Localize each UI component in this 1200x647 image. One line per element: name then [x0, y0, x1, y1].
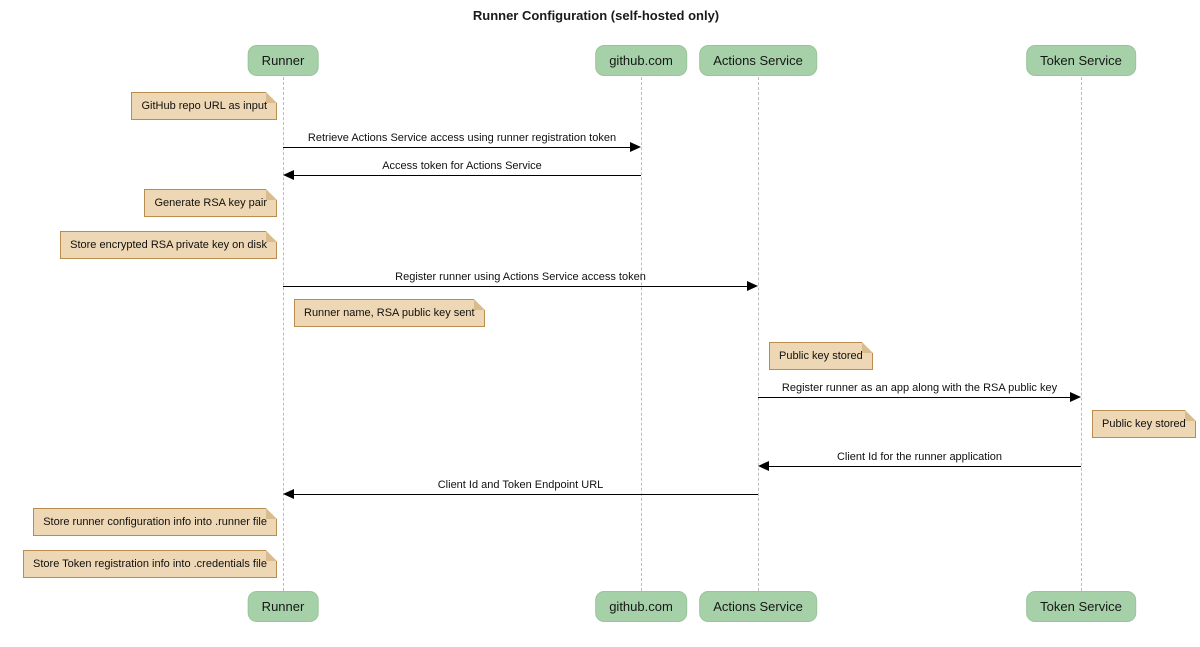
- arrowhead-left-icon: [283, 489, 294, 499]
- note-store-credentials-file: Store Token registration info into .cred…: [23, 550, 277, 578]
- note-generate-rsa-keypair: Generate RSA key pair: [144, 189, 277, 217]
- message-label: Register runner using Actions Service ac…: [395, 271, 646, 283]
- participant-token-top: Token Service: [1026, 45, 1136, 76]
- message-line: [768, 466, 1081, 467]
- participant-github-top: github.com: [595, 45, 687, 76]
- message-line: [293, 494, 758, 495]
- participant-github-bottom: github.com: [595, 591, 687, 622]
- participant-runner-top: Runner: [247, 45, 319, 76]
- arrowhead-right-icon: [1070, 392, 1081, 402]
- participant-runner-bottom: Runner: [247, 591, 319, 622]
- note-runner-name-sent: Runner name, RSA public key sent: [294, 299, 485, 327]
- message-label: Client Id and Token Endpoint URL: [437, 479, 604, 491]
- lifeline-token: [1081, 77, 1082, 591]
- arrowhead-right-icon: [630, 142, 641, 152]
- arrowhead-left-icon: [758, 461, 769, 471]
- note-public-key-stored-token: Public key stored: [1092, 410, 1196, 438]
- lifeline-runner: [283, 77, 284, 591]
- lifeline-actions: [758, 77, 759, 591]
- participant-token-bottom: Token Service: [1026, 591, 1136, 622]
- message-line: [283, 286, 748, 287]
- note-store-private-key: Store encrypted RSA private key on disk: [60, 231, 277, 259]
- message-label: Register runner as an app along with the…: [781, 382, 1058, 394]
- diagram-title: Runner Configuration (self-hosted only): [472, 8, 720, 23]
- arrowhead-right-icon: [747, 281, 758, 291]
- participant-actions-top: Actions Service: [699, 45, 817, 76]
- message-line: [283, 147, 631, 148]
- note-github-repo-url: GitHub repo URL as input: [131, 92, 277, 120]
- message-label: Retrieve Actions Service access using ru…: [307, 132, 617, 144]
- message-label: Access token for Actions Service: [382, 160, 542, 172]
- note-public-key-stored-actions: Public key stored: [769, 342, 873, 370]
- message-line: [293, 175, 641, 176]
- arrowhead-left-icon: [283, 170, 294, 180]
- message-line: [758, 397, 1071, 398]
- participant-actions-bottom: Actions Service: [699, 591, 817, 622]
- note-store-runner-file: Store runner configuration info into .ru…: [33, 508, 277, 536]
- lifeline-github: [641, 77, 642, 591]
- message-label: Client Id for the runner application: [836, 451, 1003, 463]
